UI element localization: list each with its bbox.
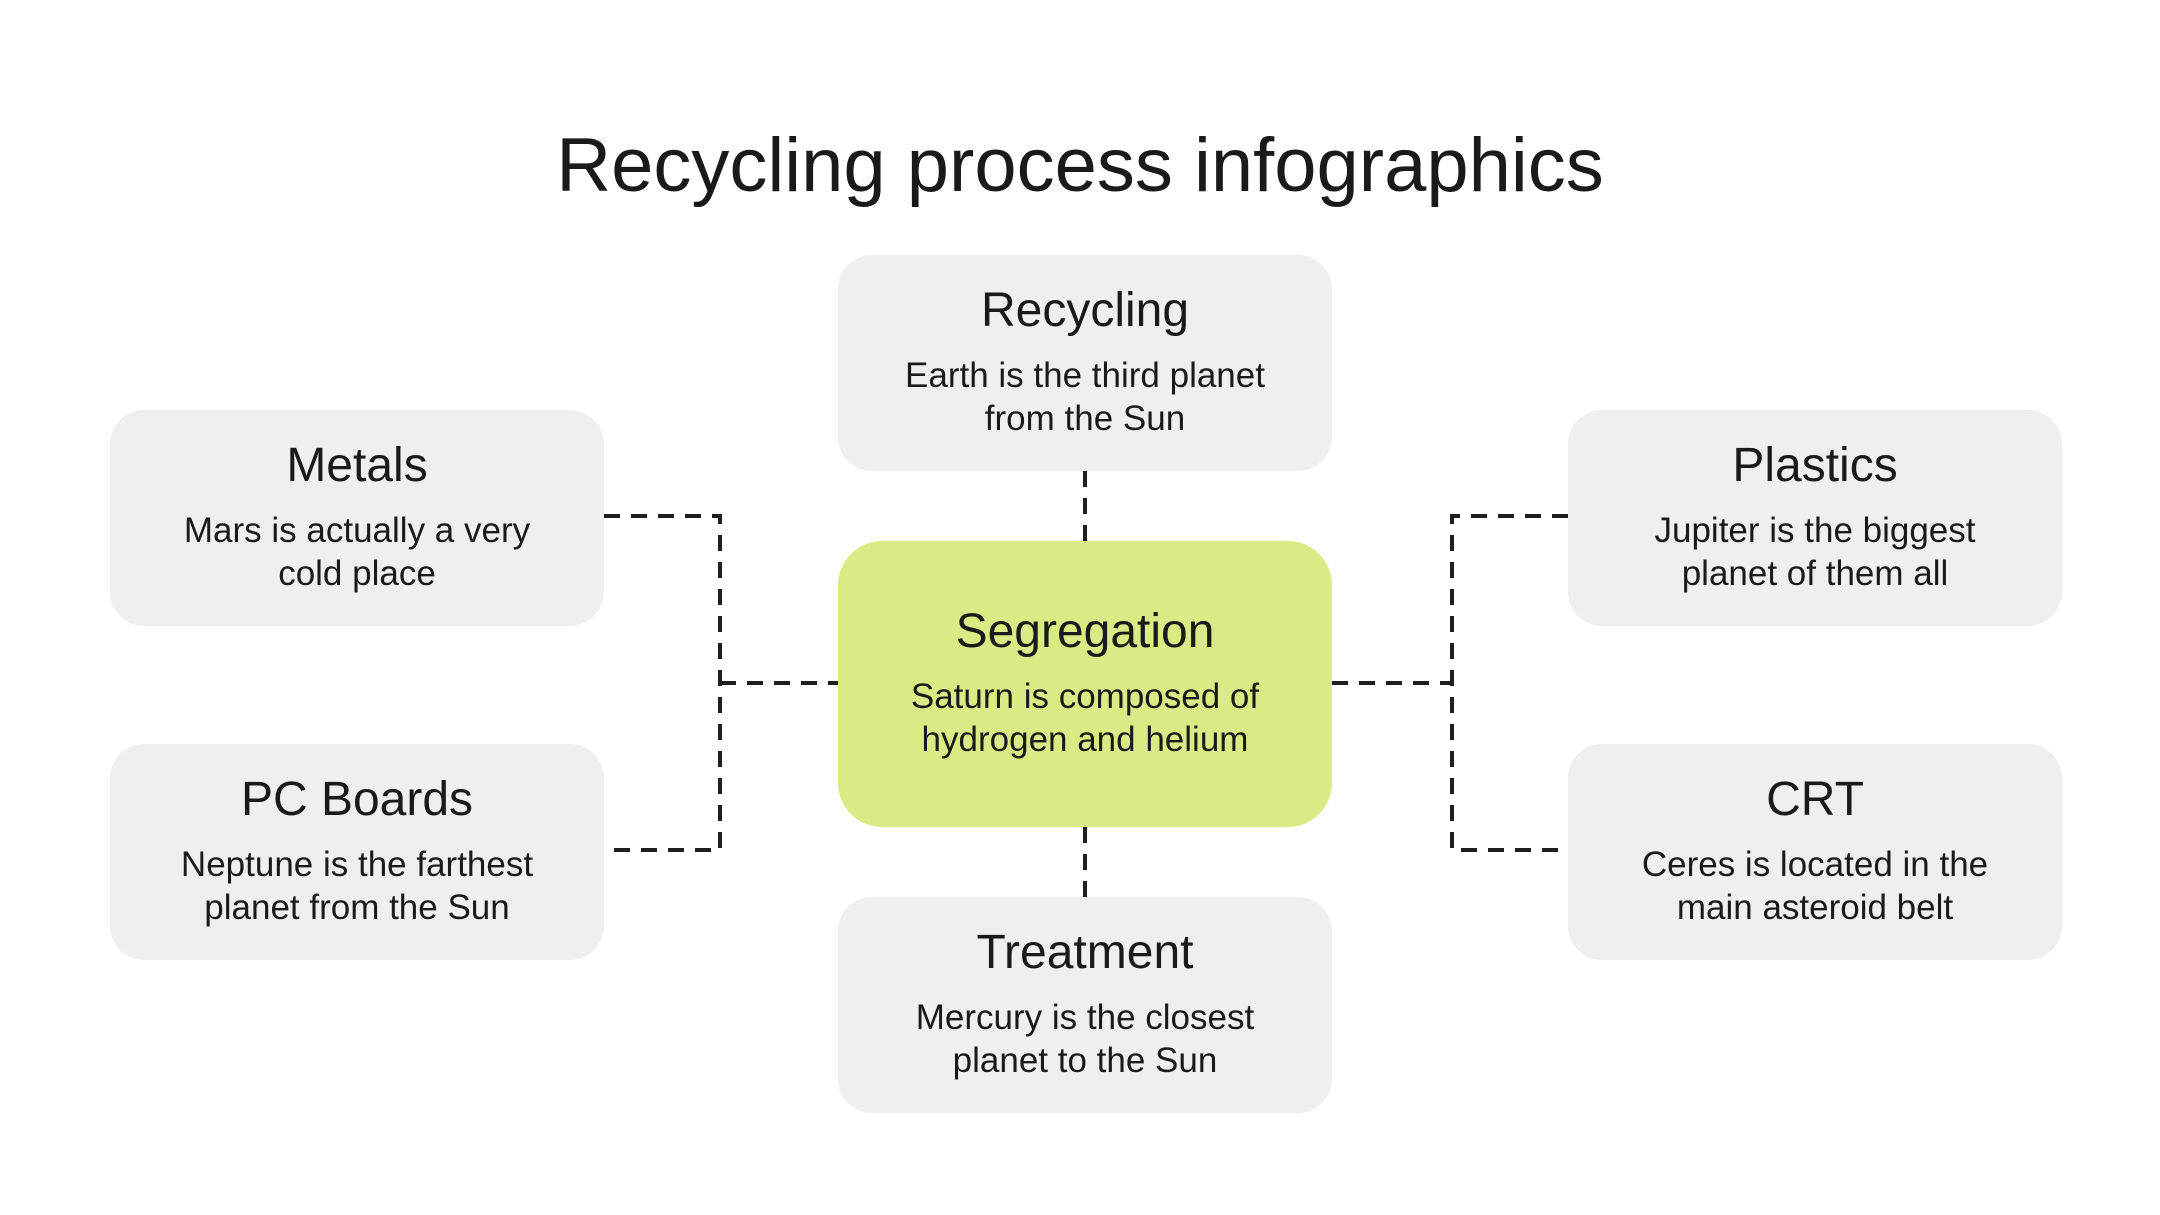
crt-card: CRT Ceres is located in the main asteroi… (1568, 744, 2062, 960)
pc-boards-text: Neptune is the farthest planet from the … (180, 844, 534, 928)
segregation-card: Segregation Saturn is composed of hydrog… (838, 541, 1332, 827)
page-title: Recycling process infographics (556, 123, 1604, 208)
connector-plastics-crt (1450, 514, 1568, 852)
recycling-title: Recycling (980, 283, 1190, 337)
treatment-title: Treatment (976, 925, 1194, 979)
recycling-card: Recycling Earth is the third planet from… (838, 255, 1332, 471)
connector-metals-pcboards (604, 514, 722, 852)
recycling-text: Earth is the third planet from the Sun (905, 355, 1265, 439)
pc-boards-card: PC Boards Neptune is the farthest planet… (110, 744, 604, 960)
metals-text: Mars is actually a very cold place (183, 510, 531, 594)
treatment-text: Mercury is the closest planet to the Sun (915, 997, 1255, 1081)
treatment-card: Treatment Mercury is the closest planet … (838, 897, 1332, 1113)
crt-title: CRT (1766, 772, 1864, 826)
metals-card: Metals Mars is actually a very cold plac… (110, 410, 604, 626)
segregation-text: Saturn is composed of hydrogen and heliu… (910, 676, 1260, 760)
pc-boards-title: PC Boards (240, 772, 474, 826)
crt-text: Ceres is located in the main asteroid be… (1641, 844, 1989, 928)
segregation-title: Segregation (955, 604, 1215, 658)
plastics-title: Plastics (1732, 438, 1898, 492)
metals-title: Metals (286, 438, 428, 492)
plastics-text: Jupiter is the biggest planet of them al… (1654, 510, 1976, 594)
plastics-card: Plastics Jupiter is the biggest planet o… (1568, 410, 2062, 626)
